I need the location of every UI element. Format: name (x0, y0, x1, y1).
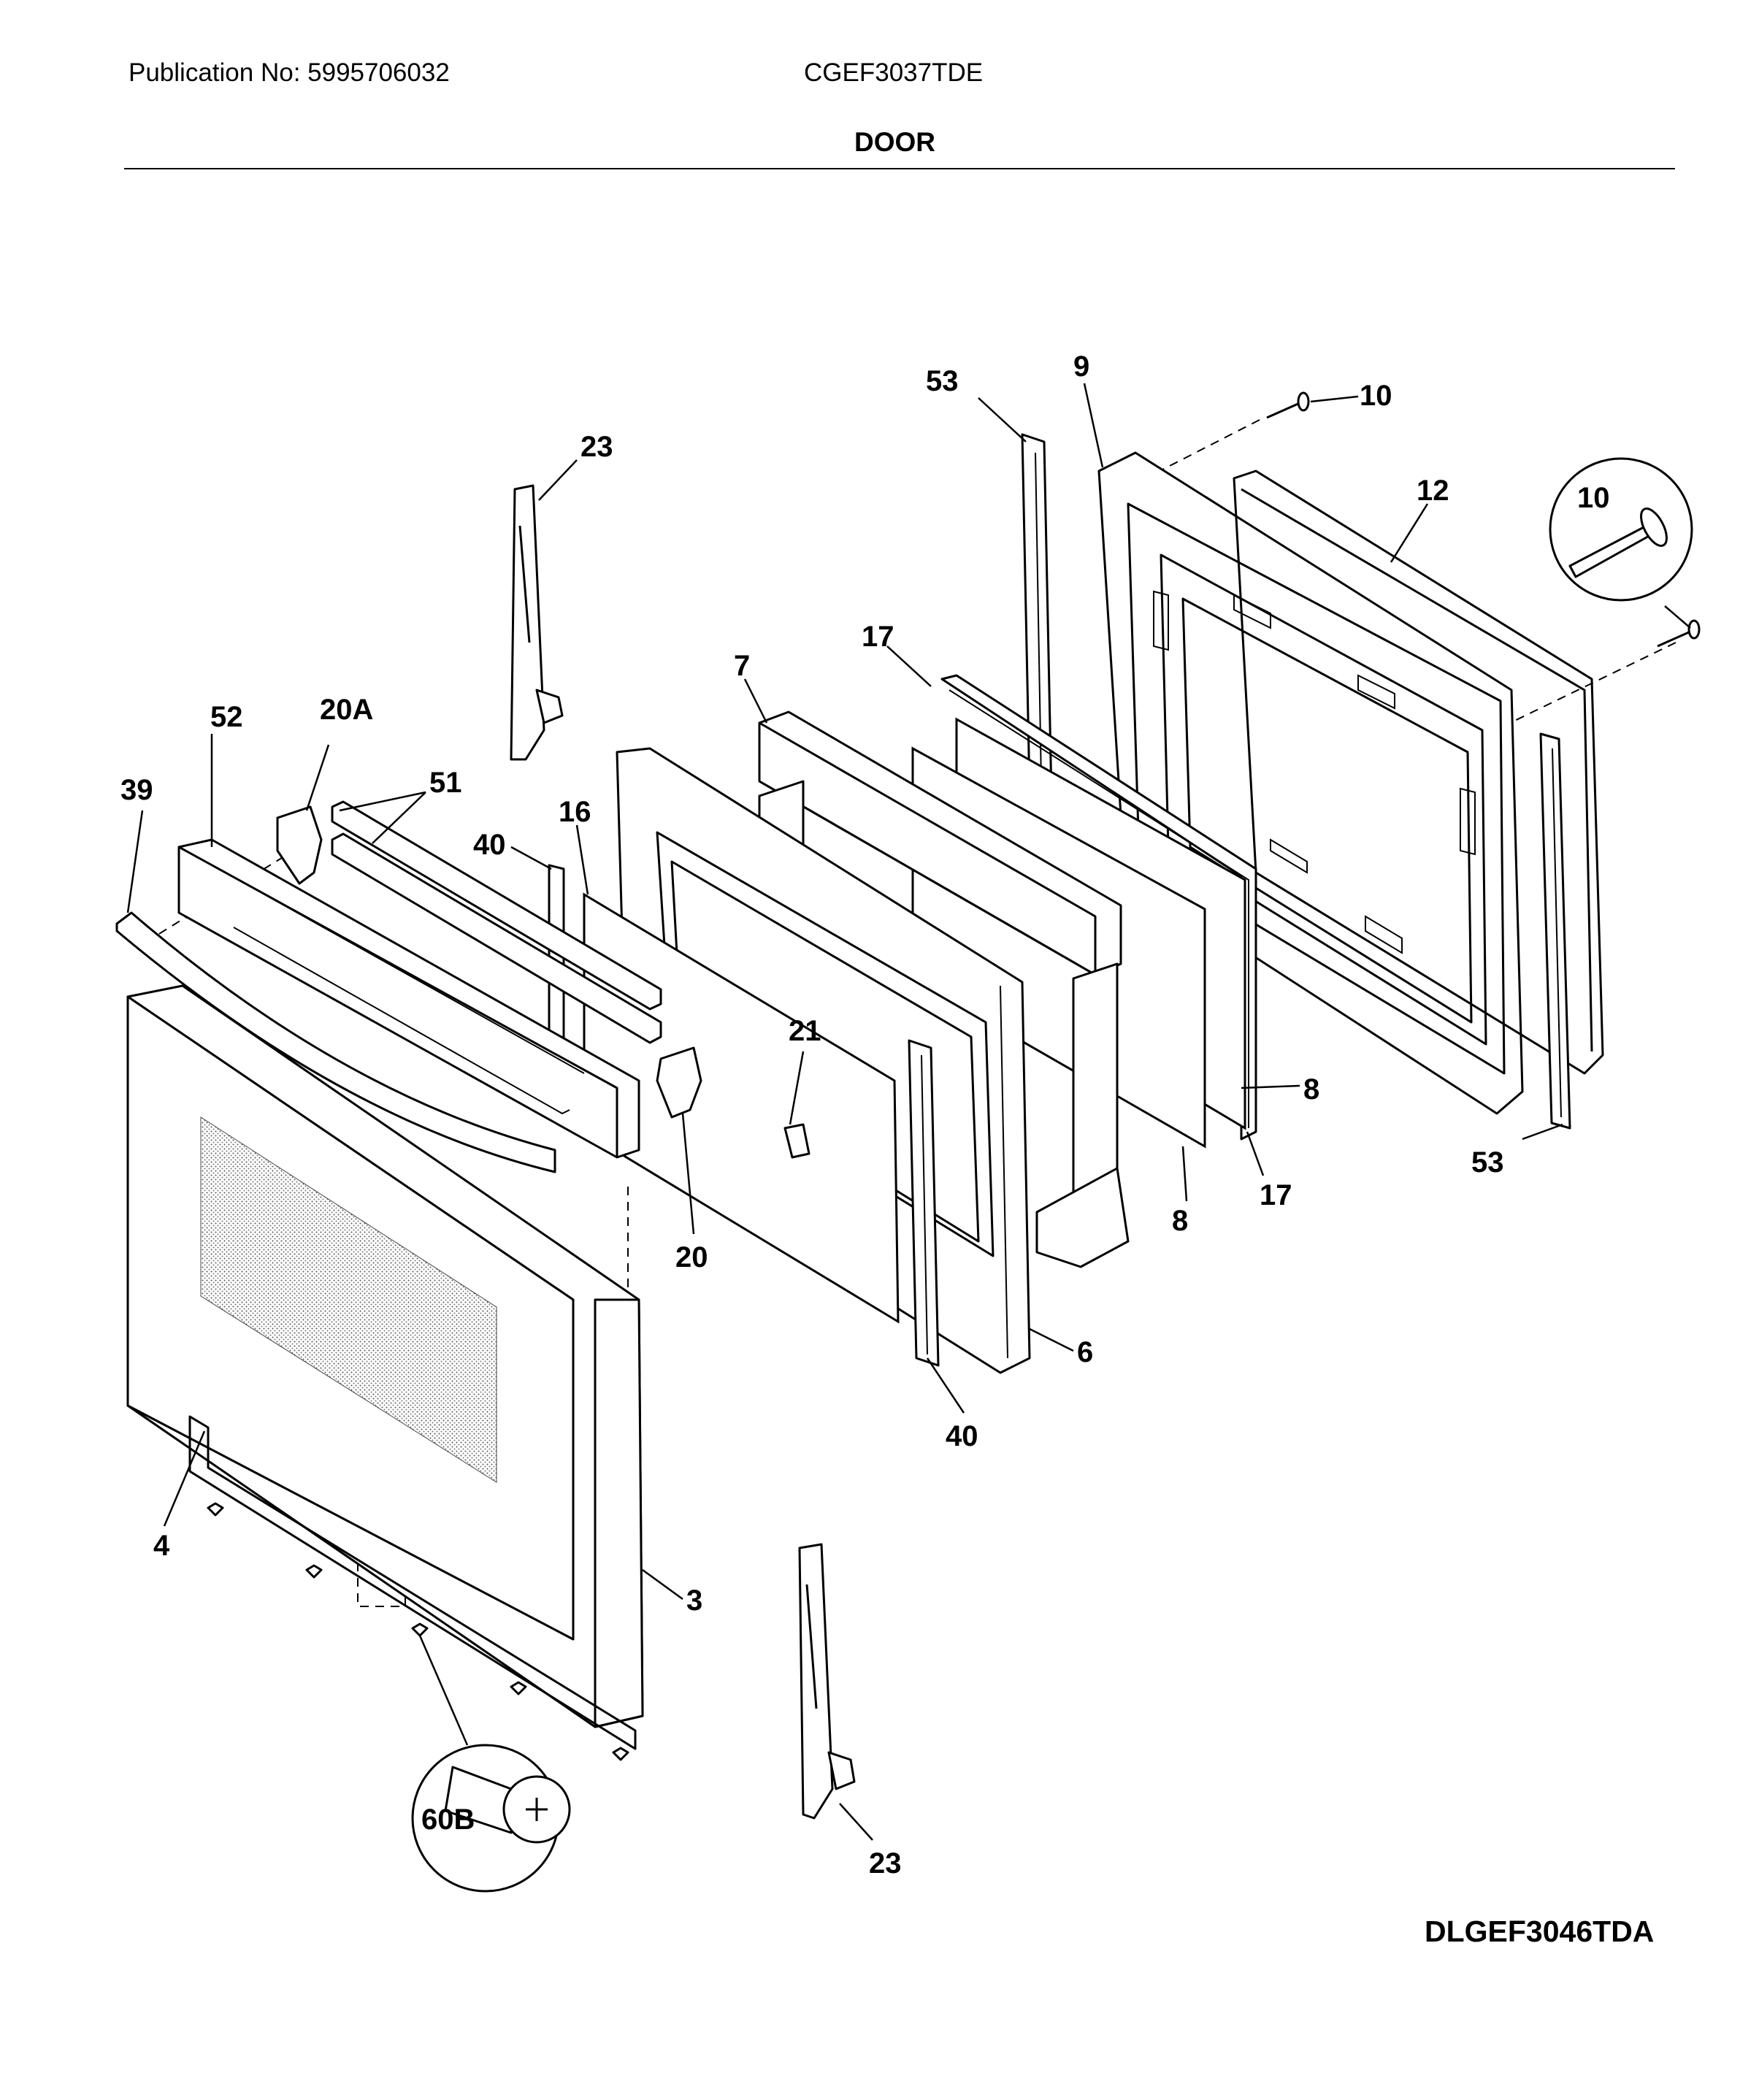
callout-23-lower: 23 (869, 1847, 902, 1879)
shoulder-bolt-lower (1657, 619, 1701, 648)
callout-8-lower: 8 (1172, 1205, 1188, 1237)
trim-strip-rear-left (1021, 433, 1053, 797)
publication-number: Publication No: 5995706032 (129, 58, 450, 87)
callout-10-detail: 10 (1577, 482, 1610, 514)
door-screws (207, 1502, 629, 1761)
callout-leaders (126, 383, 1691, 1841)
callout-7: 7 (734, 650, 750, 682)
trim-strip-rear-right (1539, 732, 1571, 1130)
callout-40-upper: 40 (473, 829, 506, 861)
callout-10-upper: 10 (1360, 380, 1392, 412)
callout-39: 39 (120, 774, 153, 806)
callout-51: 51 (429, 767, 462, 799)
header-rule (124, 168, 1675, 169)
callout-60b: 60B (421, 1804, 475, 1836)
callout-17-lower: 17 (1260, 1179, 1292, 1211)
callout-6: 6 (1077, 1336, 1093, 1368)
glass-seal-strips (940, 674, 1257, 1141)
callout-17-upper: 17 (862, 621, 894, 653)
callout-23-upper: 23 (580, 431, 613, 463)
callout-21: 21 (789, 1015, 821, 1047)
door-channel-right (908, 1039, 940, 1367)
shoulder-bolt-upper (1266, 391, 1310, 419)
callout-4: 4 (153, 1530, 170, 1562)
screw-detail-circle (411, 1744, 571, 1893)
insulation-blocks (758, 710, 1130, 1268)
callout-20: 20 (675, 1241, 708, 1273)
callout-9: 9 (1073, 350, 1089, 383)
door-label (783, 1123, 810, 1159)
handle-bracket-left (276, 805, 323, 885)
handle-bracket-right (656, 1046, 702, 1119)
outer-door-glass (126, 995, 575, 1641)
callout-3: 3 (686, 1584, 702, 1617)
callout-53-lower: 53 (1471, 1146, 1504, 1179)
section-title: DOOR (854, 127, 935, 157)
callout-53-upper: 53 (926, 365, 959, 397)
inner-door-liner (1097, 451, 1524, 1115)
callout-52: 52 (210, 701, 243, 733)
door-hinge-lower (798, 1543, 856, 1820)
door-hinge-upper (510, 484, 564, 761)
callout-labels: 53 9 10 12 10 23 17 7 20A 52 51 39 16 40… (120, 350, 1610, 1879)
callout-8-right: 8 (1303, 1073, 1319, 1105)
door-bottom-trim (188, 1415, 637, 1750)
vent-strips (331, 800, 662, 1044)
bolt-detail-circle (1549, 457, 1693, 602)
diagram-id: DLGEF3046TDA (1425, 1915, 1655, 1948)
callout-40-lower: 40 (946, 1420, 978, 1452)
model-number: CGEF3037TDE (804, 58, 984, 87)
callout-12: 12 (1417, 475, 1449, 507)
callout-16: 16 (559, 796, 591, 828)
callout-20a: 20A (320, 694, 373, 726)
